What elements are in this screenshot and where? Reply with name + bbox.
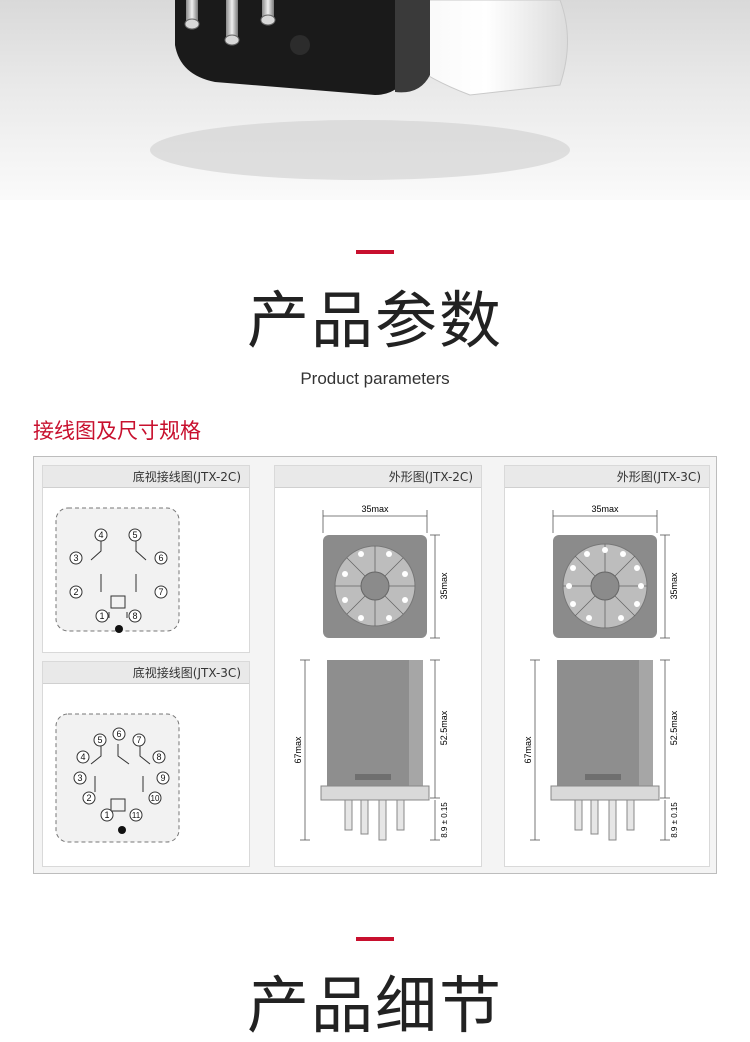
dimension-label: 35max: [439, 572, 449, 600]
panel-title: 外形图(JTX-2C): [275, 466, 481, 488]
pin-label: 2: [73, 587, 78, 597]
relay-photo-illustration: [150, 0, 570, 180]
panel-bottom-2c: 底视接线图(JTX-2C) 4 5 3 6 2 7: [42, 465, 250, 653]
pin-label: 10: [151, 794, 160, 803]
panel-title: 外形图(JTX-3C): [505, 466, 709, 488]
section-accent-bar: [356, 937, 394, 941]
pin-label: 8: [132, 611, 137, 621]
pin-label: 1: [104, 810, 109, 820]
section-accent-bar: [356, 250, 394, 254]
panel-outline-2c: 外形图(JTX-2C) 35max 35max: [274, 465, 482, 867]
dimension-label: 52.5max: [439, 710, 449, 745]
pin-label: 1: [99, 611, 104, 621]
wiring-heading: 接线图及尺寸规格: [33, 419, 201, 443]
pin-label: 4: [98, 530, 103, 540]
pin-label: 2: [86, 793, 91, 803]
pin-label: 3: [73, 553, 78, 563]
section-subtitle: Product parameters: [300, 369, 450, 388]
dimension-label: 67max: [293, 736, 303, 764]
pin-label: 4: [80, 752, 85, 762]
section-title: 产品细节: [246, 969, 503, 1042]
dimension-label: 8.9 ± 0.15: [440, 802, 449, 838]
pin-label: 7: [136, 735, 141, 745]
dimension-label: 35max: [591, 504, 619, 514]
section-title: 产品参数: [246, 284, 503, 357]
outline-drawing-3c: 35max 35max 67max 52.5max 8.9 ± 0.15: [523, 504, 679, 841]
pin-label: 7: [158, 587, 163, 597]
panel-bottom-3c: 底视接线图(JTX-3C) 5 6 7 4 8 3: [42, 661, 250, 867]
dimension-label: 52.5max: [669, 710, 679, 745]
pin-label: 5: [97, 735, 102, 745]
pin-label: 3: [77, 773, 82, 783]
pin-label: 8: [156, 752, 161, 762]
pin-label: 11: [132, 811, 141, 820]
wiring-diagram-2c: 4 5 3 6 2 7 1 8: [55, 507, 180, 633]
pin-label: 5: [132, 530, 137, 540]
pin-label: 6: [158, 553, 163, 563]
outline-drawing-2c: 35max 35max 67max 52.5max 8.9 ± 0.15: [293, 504, 449, 841]
product-photo: [0, 0, 750, 200]
panel-title: 底视接线图(JTX-2C): [43, 466, 249, 488]
pin-label: 6: [116, 729, 121, 739]
panel-title: 底视接线图(JTX-3C): [43, 662, 249, 684]
dimension-label: 35max: [669, 572, 679, 600]
wiring-diagram-3c: 5 6 7 4 8 3 9 2 10 1 11: [55, 713, 180, 843]
wiring-diagram-frame: 底视接线图(JTX-2C) 4 5 3 6 2 7: [33, 456, 717, 874]
panel-outline-3c: 外形图(JTX-3C) 35max 35max 67: [504, 465, 710, 867]
pin-label: 9: [160, 773, 165, 783]
dimension-label: 35max: [361, 504, 389, 514]
dimension-label: 8.9 ± 0.15: [670, 802, 679, 838]
dimension-label: 67max: [523, 736, 533, 764]
